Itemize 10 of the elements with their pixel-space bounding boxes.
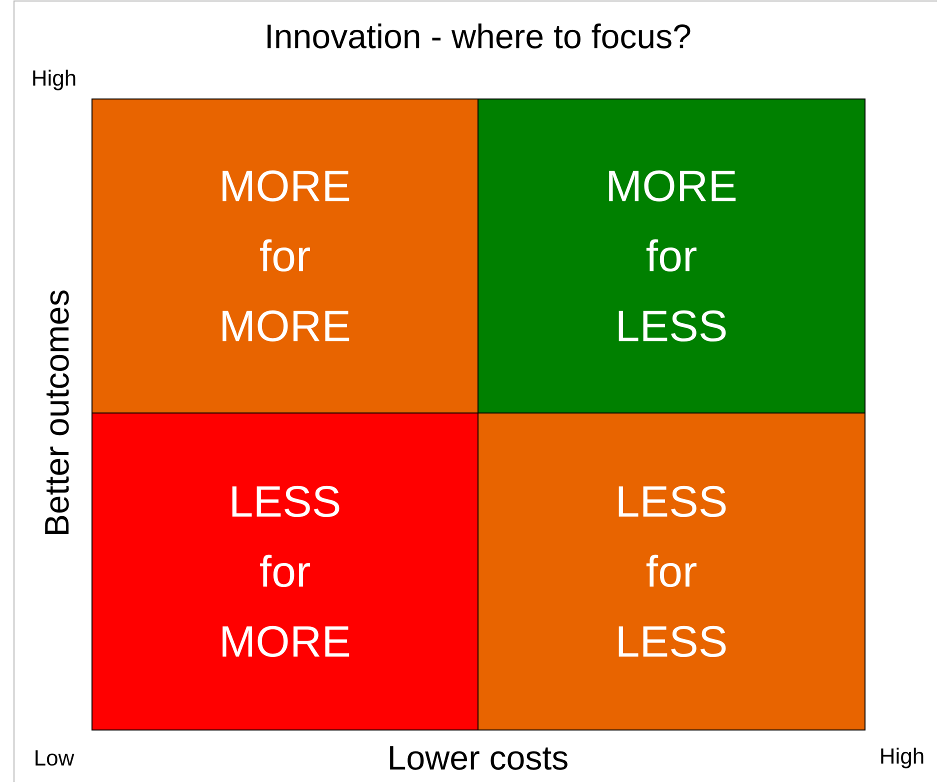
scale-label: High [881,748,924,768]
scale-label: High [33,70,76,90]
quadrant-box: LESS for LESS [478,412,866,730]
quadrant-box: LESS for MORE [92,412,478,730]
quadrant-box: MORE for MORE [92,98,478,414]
title: Innovation - where to focus? [268,24,690,48]
quadrant-box: MORE for LESS [478,98,866,414]
axis-label: Better outcomes [45,290,69,534]
axis-label: Lower costs [390,746,568,770]
scale-label: Low [36,750,74,766]
